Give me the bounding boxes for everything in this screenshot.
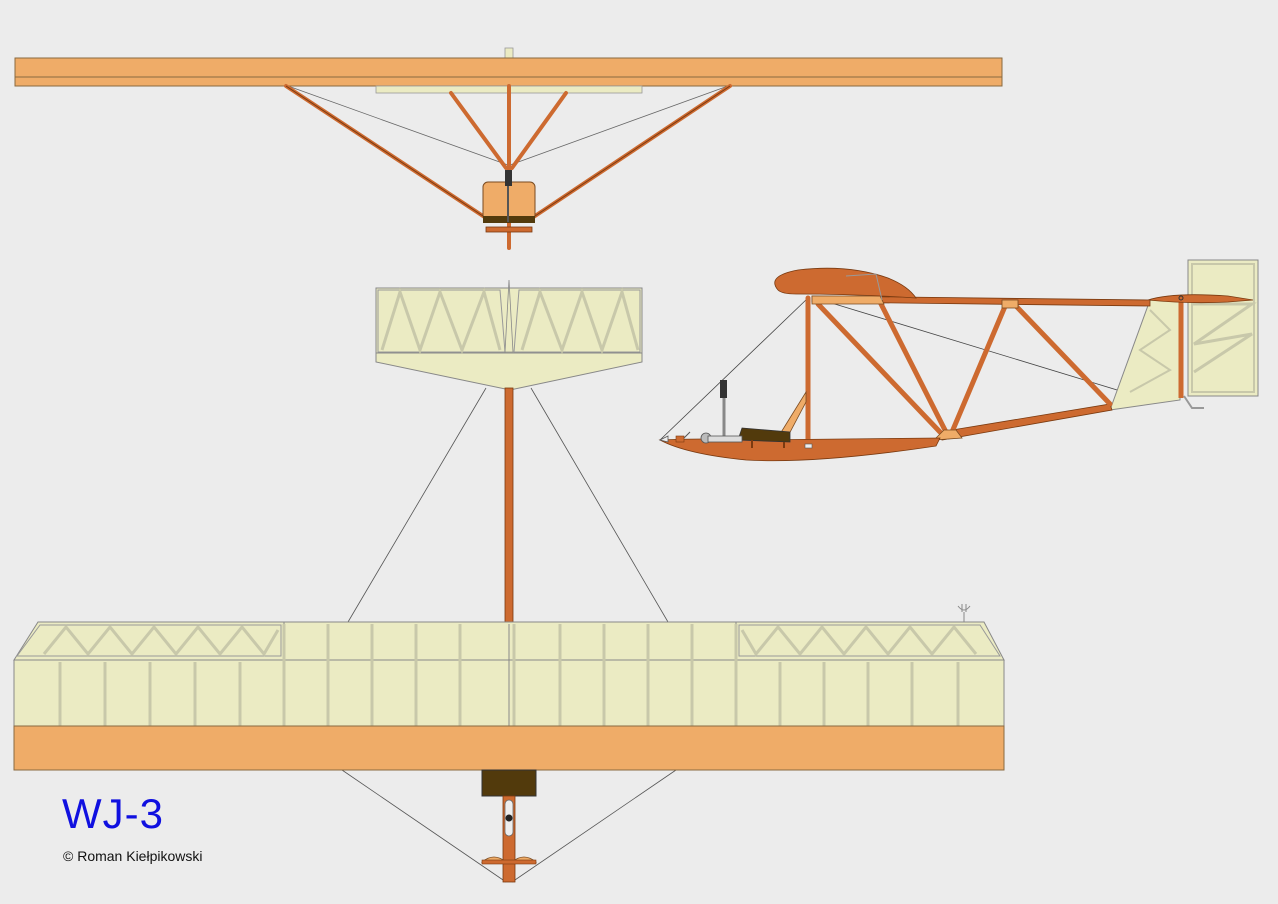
author-credit: © Roman Kiełpikowski: [63, 848, 203, 864]
front-view: [14, 47, 1003, 250]
left-aileron: [16, 624, 282, 657]
top-wing-leading-edge: [13, 725, 1005, 771]
right-aileron: [738, 624, 1001, 657]
side-truss-struts: [805, 295, 1113, 449]
side-wing-profile: [774, 267, 917, 299]
front-skid: [485, 226, 533, 233]
front-wing: [14, 57, 1003, 87]
top-wing: [13, 604, 1005, 771]
top-tail-boom: [504, 387, 514, 623]
side-view: [658, 259, 1259, 462]
side-fin-rudder: [1109, 259, 1259, 411]
aircraft-title: WJ-3: [62, 790, 164, 837]
side-tailplane: [1147, 294, 1254, 304]
front-main-struts: [284, 84, 732, 250]
tow-hook-icon: [658, 435, 669, 443]
top-view: [13, 279, 1005, 883]
side-control-stick: [720, 380, 727, 398]
side-lower-longeron: [939, 403, 1113, 441]
pitot-icon: [957, 604, 971, 622]
top-tailplane: [375, 279, 643, 391]
top-seat: [481, 769, 537, 797]
front-control-stick: [505, 170, 512, 186]
